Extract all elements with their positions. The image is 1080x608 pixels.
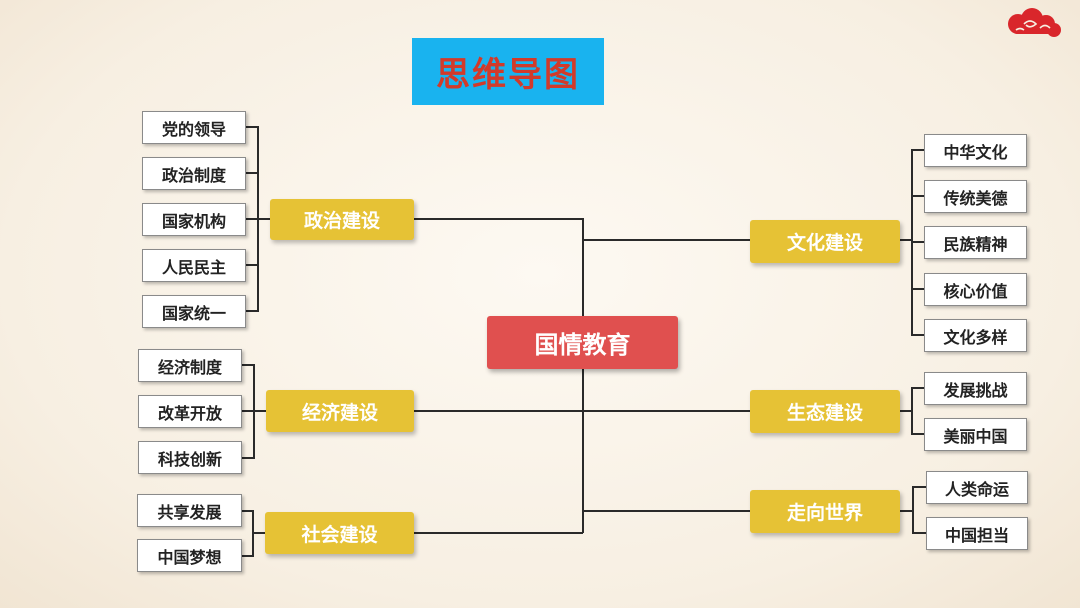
title-banner: 思维导图 xyxy=(412,38,604,105)
leaf-node: 科技创新 xyxy=(138,441,242,474)
leaf-node: 经济制度 xyxy=(138,349,242,382)
leaf-node: 党的领导 xyxy=(142,111,246,144)
branch-node-politics: 政治建设 xyxy=(270,199,414,240)
leaf-node: 传统美德 xyxy=(924,180,1027,213)
leaf-node: 民族精神 xyxy=(924,226,1027,259)
branch-node-culture: 文化建设 xyxy=(750,220,900,263)
center-node: 国情教育 xyxy=(487,316,678,369)
leaf-node: 政治制度 xyxy=(142,157,246,190)
leaf-node: 中国担当 xyxy=(926,517,1028,550)
leaf-node: 中国梦想 xyxy=(137,539,242,572)
leaf-node: 国家统一 xyxy=(142,295,246,328)
leaf-node: 核心价值 xyxy=(924,273,1027,306)
leaf-node: 国家机构 xyxy=(142,203,246,236)
page-title: 思维导图 xyxy=(436,55,580,95)
branch-node-ecology: 生态建设 xyxy=(750,390,900,433)
leaf-node: 人类命运 xyxy=(926,471,1028,504)
branch-node-world: 走向世界 xyxy=(750,490,900,533)
leaf-node: 共享发展 xyxy=(137,494,242,527)
leaf-node: 中华文化 xyxy=(924,134,1027,167)
branch-node-society: 社会建设 xyxy=(265,512,414,554)
branch-node-economy: 经济建设 xyxy=(266,390,414,432)
leaf-node: 人民民主 xyxy=(142,249,246,282)
leaf-node: 改革开放 xyxy=(138,395,242,428)
leaf-node: 文化多样 xyxy=(924,319,1027,352)
leaf-node: 美丽中国 xyxy=(924,418,1027,451)
cloud-icon xyxy=(1002,6,1064,46)
leaf-node: 发展挑战 xyxy=(924,372,1027,405)
